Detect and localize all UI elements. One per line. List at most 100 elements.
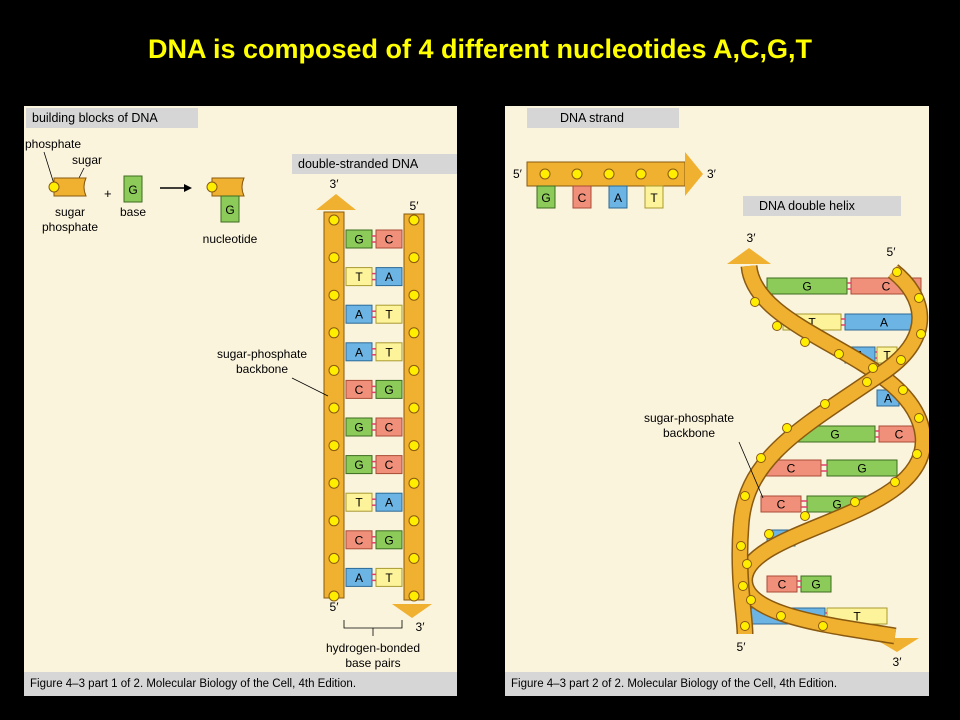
helix-base-letter: G [857, 462, 866, 476]
phosphate-icon [408, 364, 420, 376]
phosphate-icon [408, 327, 420, 339]
phosphate-icon [603, 168, 615, 180]
base-block [375, 455, 403, 475]
base-block [375, 530, 403, 550]
right-caption: Figure 4–3 part 2 of 2. Molecular Biolog… [505, 672, 929, 696]
phosphate-icon [539, 168, 551, 180]
helix-base-letter: G [811, 578, 820, 592]
base-letter: G [384, 533, 393, 547]
helix-base-letter: T [808, 316, 816, 330]
phosphate-icon [408, 552, 420, 564]
phosphate-icon [408, 402, 420, 414]
phosphate-icon [408, 440, 420, 452]
phosphate-icon [834, 349, 844, 359]
phosphate-icon [740, 621, 750, 631]
phosphate-icon [742, 559, 752, 569]
phosphate-icon [667, 168, 679, 180]
phosphate-icon [800, 337, 810, 347]
base-block [345, 229, 373, 249]
phosphate-icon [328, 252, 340, 264]
phosphate-icon [764, 529, 774, 539]
base-letter: T [355, 270, 363, 284]
building-blocks-header: building blocks of DNA [32, 111, 158, 125]
sugar-phosphate-label-2: phosphate [42, 220, 98, 234]
helix-base-letter: G [832, 498, 841, 512]
phosphate-icon [328, 552, 340, 564]
base-block [345, 530, 373, 550]
helix-base-block [826, 459, 898, 477]
strand-base-block [572, 185, 592, 209]
strand-base-block [644, 185, 664, 209]
helix-base-letter: T [853, 610, 861, 624]
phosphate-icon [898, 385, 908, 395]
base-letter: C [385, 458, 394, 472]
helix-top-left-end: 3′ [747, 231, 757, 245]
strand-header: DNA strand [560, 111, 624, 125]
helix-base-block [800, 575, 832, 593]
base-letter: A [355, 571, 363, 585]
building-blocks-header-bg [26, 108, 198, 128]
phosphate-icon [890, 477, 900, 487]
base-letter: G [354, 421, 363, 435]
strand-header-bg [527, 108, 679, 128]
base-block [345, 567, 373, 587]
base-block [345, 417, 373, 437]
slide-title: DNA is composed of 4 different nucleotid… [147, 34, 813, 64]
helix-top-right-end: 5′ [887, 245, 897, 259]
helix-base-letter: C [882, 280, 891, 294]
phosphate-icon [635, 168, 647, 180]
phosphate-icon [912, 449, 922, 459]
top-left-arrowhead-icon [316, 194, 356, 210]
backbone-label-1: sugar-phosphate [217, 347, 307, 361]
base-block [345, 455, 373, 475]
base-letter: G [354, 458, 363, 472]
nucleotide-label: nucleotide [203, 232, 258, 246]
strand-base-letter: G [541, 191, 550, 205]
helix-phosphates [736, 267, 926, 631]
base-block [375, 229, 403, 249]
phosphate-icon [328, 289, 340, 301]
phosphate-icon [896, 355, 906, 365]
left-caption: Figure 4–3 part 1 of 2. Molecular Biolog… [24, 672, 457, 696]
phosphate-icon [408, 252, 420, 264]
double-stranded-header: double-stranded DNA [298, 157, 419, 171]
phosphate-icon [571, 168, 583, 180]
phosphate-icon [750, 297, 760, 307]
phosphate-label: phosphate [25, 137, 81, 151]
base-letter: T [385, 571, 393, 585]
base-letter: C [385, 421, 394, 435]
base-letter: C [355, 383, 364, 397]
helix-backbone-2 [732, 265, 927, 635]
helix-base-letter: A [880, 316, 888, 330]
ladder-top-right-end: 5′ [410, 199, 420, 213]
phosphate-icon [408, 590, 420, 602]
base-letter: G [384, 383, 393, 397]
left-figure-panel: building blocks of DNA phosphate sugar s… [24, 106, 457, 696]
phosphate-icon [736, 541, 746, 551]
base-letter: C [385, 233, 394, 247]
ladder-top-left-end: 3′ [330, 177, 340, 191]
phosphate-icon [408, 214, 420, 226]
phosphate-icon [892, 267, 902, 277]
nucleotide-phosphate-icon [206, 181, 218, 193]
phosphate-icon [782, 423, 792, 433]
helix-top-arrowhead-icon [727, 248, 771, 264]
base-block [375, 417, 403, 437]
base-block [345, 267, 373, 287]
helix-bottom-right-end: 3′ [893, 655, 903, 669]
phosphate-icon [328, 440, 340, 452]
phosphate-icon [914, 293, 924, 303]
phosphate-icon [328, 364, 340, 376]
phosphate-icon [740, 491, 750, 501]
phosphate-icon [408, 289, 420, 301]
base-block [375, 567, 403, 587]
